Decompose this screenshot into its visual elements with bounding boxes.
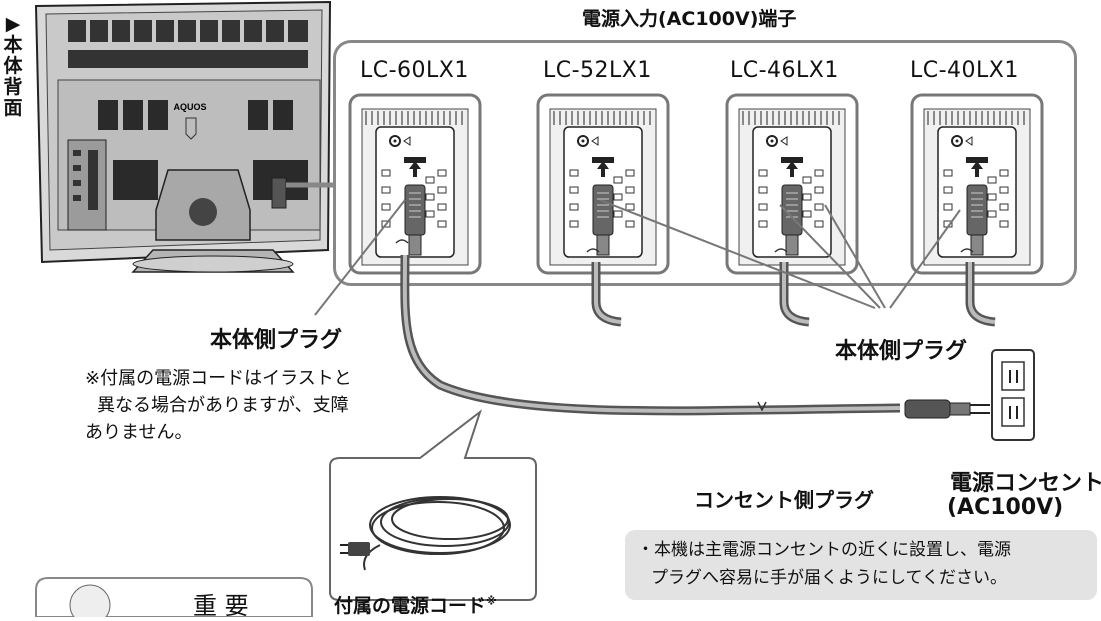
model-label: LC-60LX1 bbox=[360, 58, 469, 83]
terminal-panel bbox=[333, 40, 1077, 286]
model-label: LC-40LX1 bbox=[910, 58, 1019, 83]
tv-logo: AQUOS bbox=[173, 102, 206, 112]
cord-mark: ※ bbox=[486, 594, 497, 608]
installation-note: ・本機は主電源コンセントの近くに設置し、電源 プラグへ容易に手が届くようにしてく… bbox=[625, 530, 1097, 600]
body-plug-label-right: 本体側プラグ bbox=[835, 339, 968, 364]
outlet-plug-label: コンセント側プラグ bbox=[694, 488, 874, 512]
model-label: LC-46LX1 bbox=[730, 58, 839, 83]
tv-back-illustration: AQUOS bbox=[34, 0, 332, 273]
caution-line: 異なる場合がありますが、支障 bbox=[97, 395, 349, 416]
side-label: ▶ 本 体 背 面 bbox=[2, 14, 24, 119]
outlet-sub: (AC100V) bbox=[947, 495, 1064, 520]
side-label-char: 背 bbox=[3, 76, 23, 98]
note-line: ・本機は主電源コンセントの近くに設置し、電源 bbox=[637, 540, 1011, 560]
cord-caption-text: 付属の電源コード bbox=[334, 595, 487, 617]
side-label-char: 本 bbox=[3, 34, 23, 56]
cord-caption: 付属の電源コード※ bbox=[334, 591, 497, 618]
important-label: 重 要 bbox=[193, 592, 249, 620]
panel-title: 電源入力(AC100V)端子 bbox=[582, 8, 797, 30]
side-label-char: 体 bbox=[3, 55, 23, 77]
outlet-title: 電源コンセント bbox=[950, 471, 1101, 496]
side-label-char: 面 bbox=[3, 97, 23, 119]
caution-line: ありません。 bbox=[85, 422, 193, 443]
caution-text: ※付属の電源コードはイラストと 異なる場合がありますが、支障 ありません。 bbox=[85, 365, 352, 446]
caution-line: ※付属の電源コードはイラストと bbox=[85, 368, 352, 389]
note-line: プラグへ容易に手が届くようにしてください。 bbox=[651, 568, 1007, 588]
side-label-arrow: ▶ bbox=[5, 13, 21, 35]
body-plug-label-left: 本体側プラグ bbox=[210, 328, 343, 353]
model-label: LC-52LX1 bbox=[543, 58, 652, 83]
